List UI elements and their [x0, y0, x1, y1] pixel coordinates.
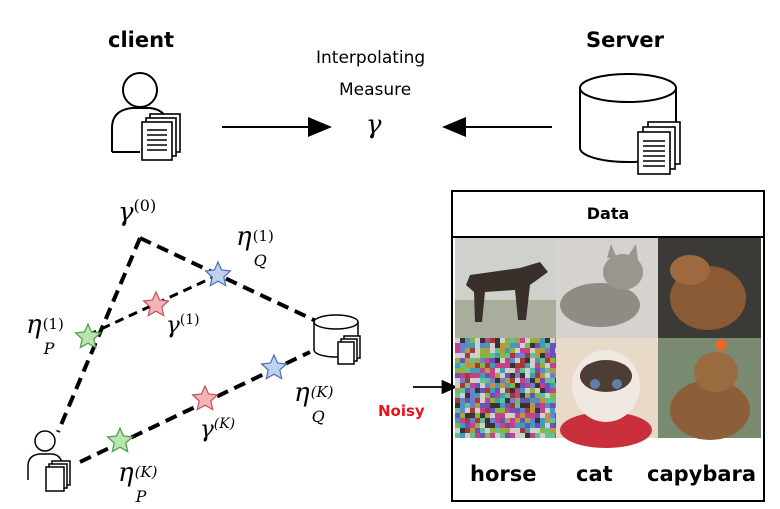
dashed-edge-gamma0-server	[139, 236, 319, 324]
server-documents-icon	[637, 121, 681, 175]
data-panel: Data	[451, 190, 765, 502]
measure-label: Measure	[339, 80, 412, 100]
server-title: Server	[586, 28, 665, 52]
eta-p1-label: η(1)P	[26, 310, 64, 358]
class-label-horse: horse	[470, 462, 537, 486]
gamma0-label: γ(0)	[118, 196, 157, 228]
eta-q1-star	[204, 260, 232, 287]
class-label-capybara: capybara	[647, 462, 757, 486]
noisy-label: Noisy	[378, 402, 425, 420]
dashed-edge-etap1-etaq1	[87, 273, 219, 337]
data-panel-title: Data	[453, 192, 763, 238]
noisy-horse-image	[455, 338, 556, 438]
gamma1-label: γ(1)	[166, 312, 200, 339]
gammak-label: γ(K)	[200, 416, 236, 443]
diagram-client-icon	[27, 430, 71, 492]
interpolating-label: Interpolating	[316, 48, 426, 68]
eta-p1-star	[74, 322, 102, 349]
gammak-star	[191, 384, 219, 411]
client-documents-icon	[141, 113, 181, 161]
eta-qk-star	[260, 353, 288, 380]
data-image-grid	[455, 238, 761, 448]
diagram-server-icon	[313, 314, 361, 365]
eta-qk-label: η(K)Q	[294, 378, 334, 426]
gamma-symbol: γ	[366, 110, 382, 140]
client-title: client	[108, 28, 175, 52]
gamma1-star	[142, 290, 170, 317]
eta-pk-star	[106, 426, 134, 453]
eta-pk-label: η(K)P	[118, 458, 158, 506]
class-label-cat: cat	[576, 462, 613, 486]
eta-q1-label: η(1)Q	[236, 222, 274, 270]
